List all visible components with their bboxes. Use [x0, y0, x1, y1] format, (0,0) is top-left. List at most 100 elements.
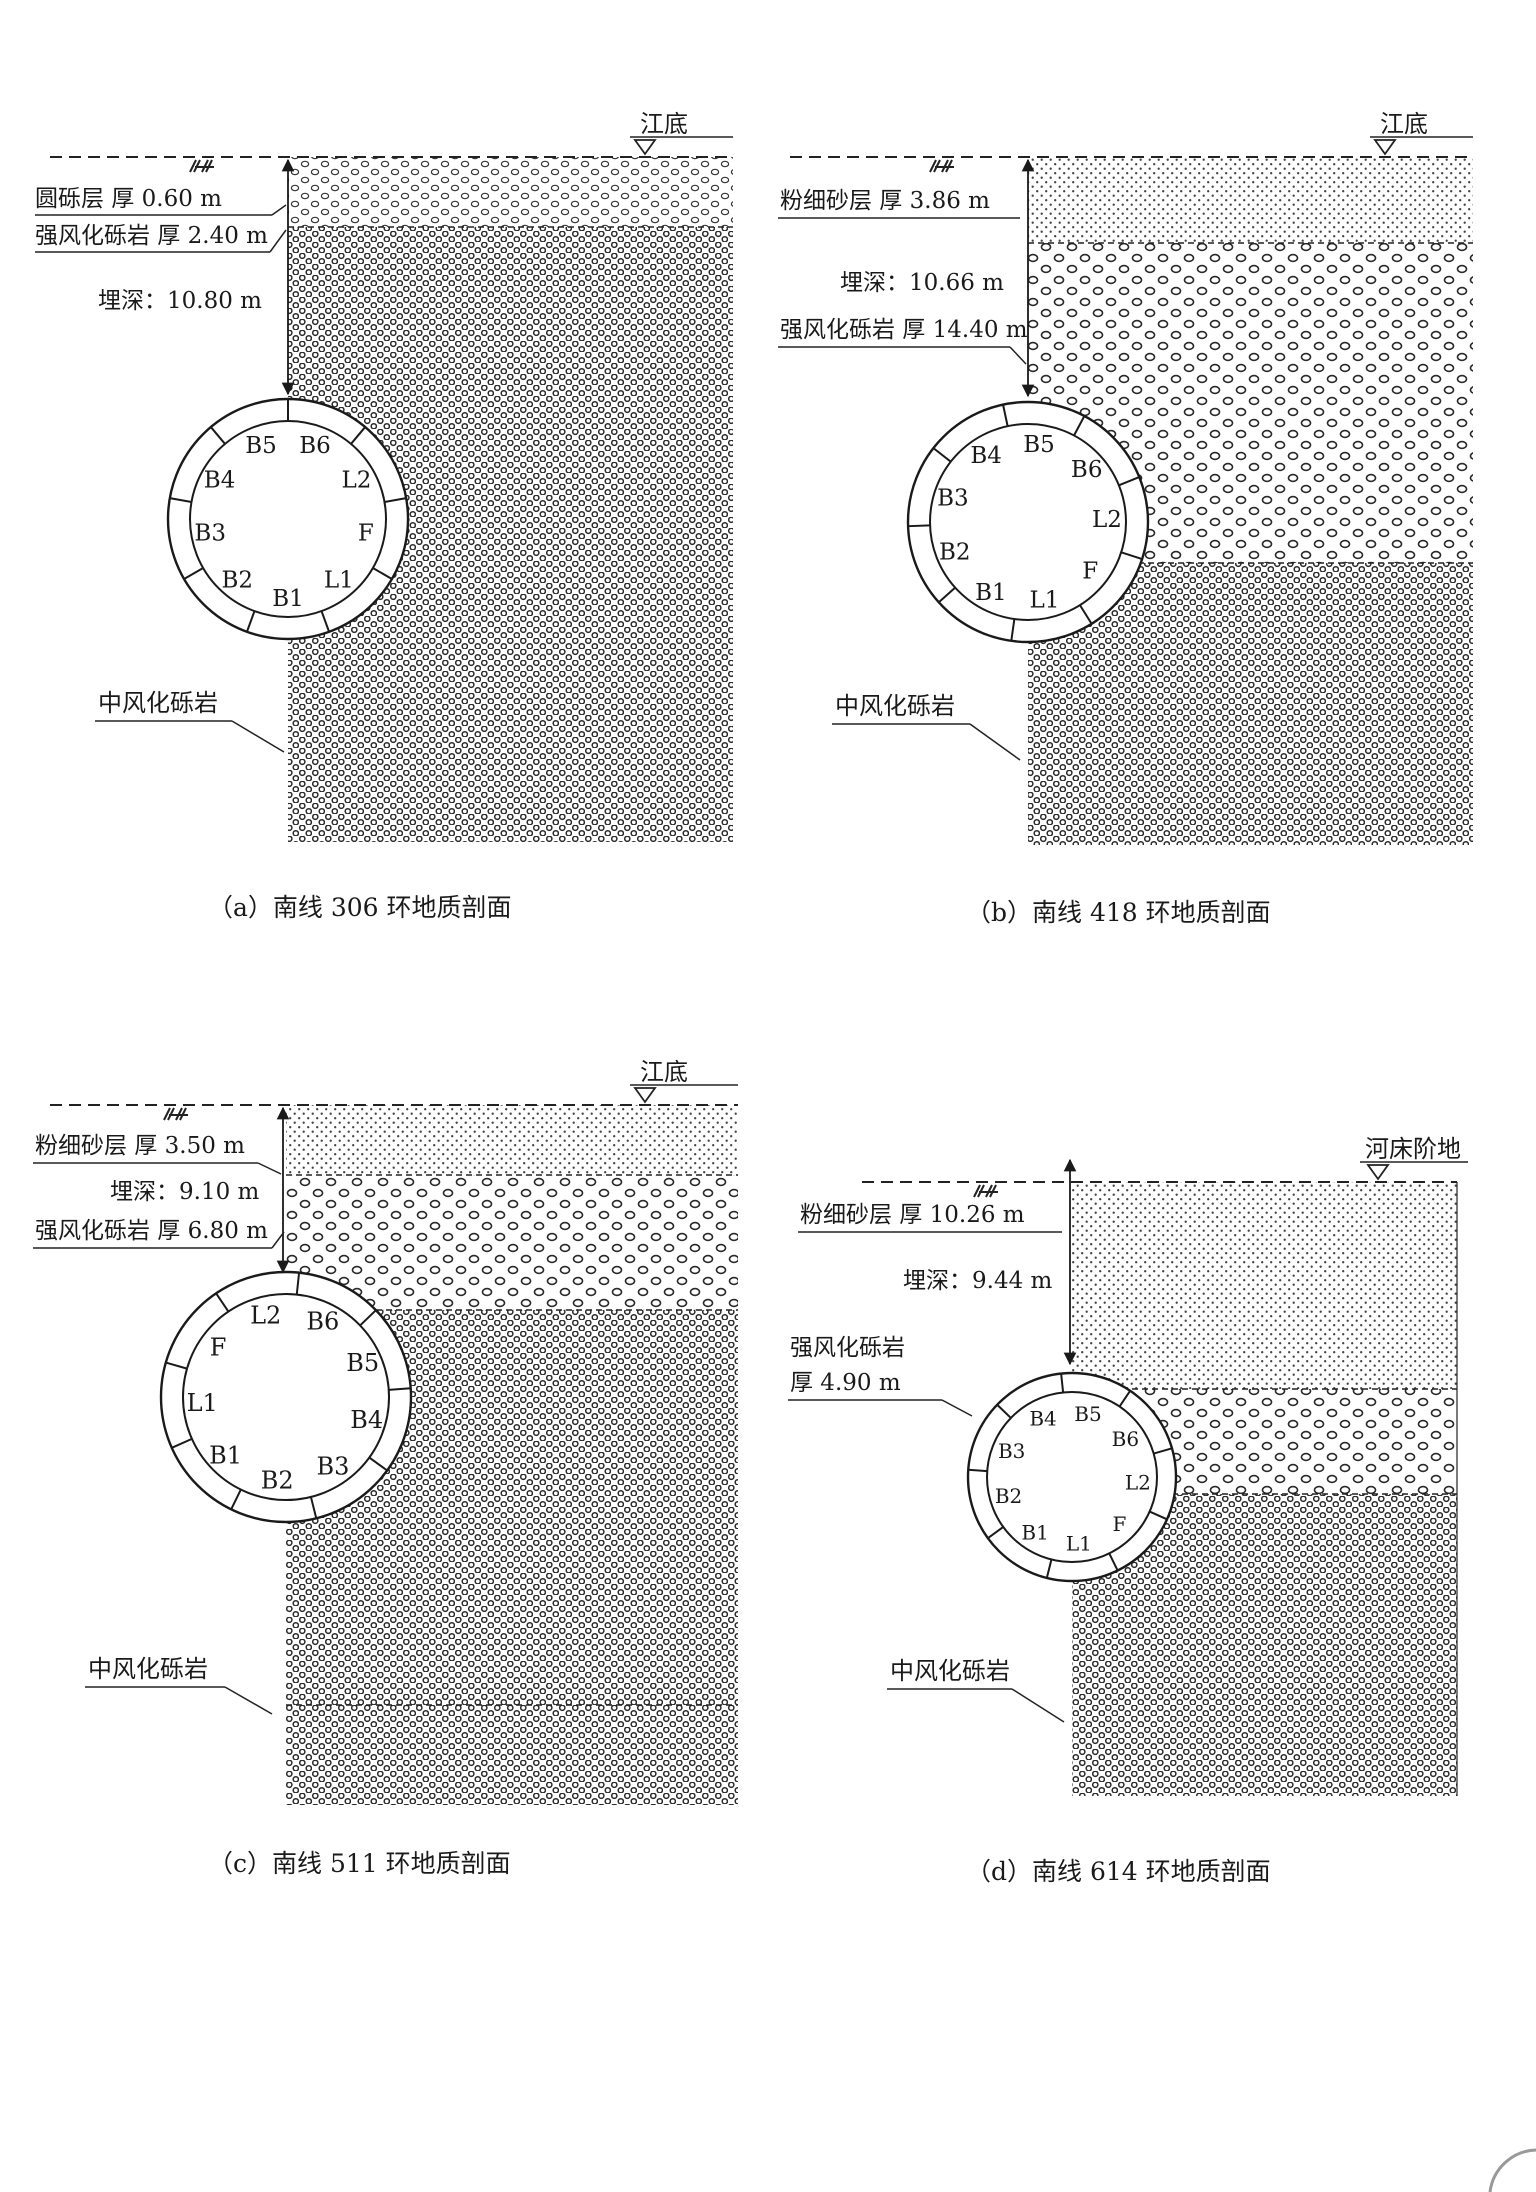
layer-sand-d [1072, 1182, 1457, 1389]
segment-label: B1 [272, 586, 304, 612]
segment-label: B4 [204, 468, 236, 494]
segment-joint [309, 1496, 318, 1519]
segment-label: B4 [350, 1406, 383, 1434]
surface-label-a: 江底 [640, 110, 688, 138]
layer-sand-b [1028, 157, 1473, 243]
surface-label-b: 江底 [1380, 110, 1428, 138]
segment-label: L2 [341, 468, 371, 494]
segment-joint [1010, 618, 1016, 641]
layer-weathered-c [286, 1175, 738, 1310]
segment-label: B5 [1074, 1402, 1101, 1426]
segment-label: F [1082, 559, 1098, 585]
segment-label: B1 [975, 580, 1007, 606]
segment-label: L1 [1066, 1532, 1092, 1556]
layer-label-c-1: 粉细砂层 厚 3.50 m [35, 1133, 245, 1159]
segment-joint [1153, 1447, 1173, 1455]
segment-label: B3 [937, 486, 969, 512]
segment-label: L2 [1125, 1471, 1151, 1495]
segment-label: B1 [1021, 1521, 1048, 1545]
layer-sand-c [286, 1105, 738, 1175]
segment-label: B1 [209, 1441, 242, 1469]
segment-joint [368, 1456, 388, 1472]
ground-hatch-icon [163, 1107, 188, 1121]
segment-joint [295, 1272, 301, 1295]
ground-hatch-icon [929, 159, 954, 173]
segment-label: L1 [1029, 587, 1059, 613]
segment-joint [165, 1361, 188, 1370]
depth-label-d: 埋深：9.44 m [903, 1268, 1053, 1294]
segment-joint [171, 1437, 193, 1449]
segment-label: F [1113, 1512, 1127, 1536]
layer-label-d-1: 粉细砂层 厚 10.26 m [800, 1202, 1025, 1228]
segment-joint [215, 1292, 230, 1313]
segment-joint [246, 610, 256, 633]
surface-triangle-b [1373, 139, 1397, 156]
segment-label: B4 [1029, 1407, 1056, 1431]
ring-inner [929, 423, 1127, 621]
segment-label: B4 [970, 443, 1002, 469]
panel-a: 江底 圆砾层 厚 0.60 m 强风化砾岩 厚 2.40 m 埋深：10.80 … [35, 110, 733, 922]
segment-joint [1149, 1510, 1168, 1521]
segment-joint [908, 524, 931, 528]
surface-triangle-c [633, 1087, 657, 1104]
caption-d: （d）南线 614 环地质剖面 [966, 1857, 1271, 1886]
segment-joint [968, 1468, 988, 1473]
base-label-d: 中风化砾岩 [890, 1657, 1010, 1685]
segment-label: B5 [346, 1349, 379, 1377]
segment-joint [350, 426, 366, 445]
surface-label-d: 河床阶地 [1365, 1135, 1461, 1163]
layer-label-b-2: 强风化砾岩 厚 14.40 m [780, 317, 1028, 343]
segment-joint [1108, 1552, 1119, 1571]
segment-label: F [210, 1334, 227, 1362]
layer-gravel-a [288, 157, 733, 227]
ground-hatch-icon [189, 159, 214, 173]
panel-d: 河床阶地 粉细砂层 厚 10.26 m 埋深：9.44 m 强风化砾岩 厚 4.… [788, 1135, 1468, 1886]
layer-label-d-2: 强风化砾岩 [790, 1335, 905, 1361]
corner-mark-icon [1488, 2148, 1536, 2192]
layer-label-b-1: 粉细砂层 厚 3.86 m [780, 188, 990, 214]
segment-label: L2 [1092, 507, 1122, 533]
depth-label-c: 埋深：9.10 m [110, 1179, 260, 1205]
segment-joint [359, 1309, 377, 1327]
segment-joint [1002, 404, 1009, 427]
segment-joint [388, 1387, 411, 1391]
ring-inner [986, 1391, 1158, 1563]
segment-label: F [358, 521, 374, 547]
segment-joint [1079, 604, 1093, 625]
segment-label: B5 [1023, 432, 1055, 458]
surface-triangle-d [1366, 1164, 1390, 1181]
layer-label-d-3: 厚 4.90 m [790, 1370, 901, 1396]
segment-joint [169, 497, 192, 503]
base-label-c: 中风化砾岩 [88, 1655, 208, 1683]
segment-label: B2 [221, 568, 253, 594]
segment-joint [996, 1404, 1012, 1419]
segment-label: B2 [261, 1467, 294, 1495]
base-label-a: 中风化砾岩 [98, 689, 218, 717]
segment-label: B3 [194, 521, 226, 547]
caption-a: （a）南线 306 环地质剖面 [208, 893, 512, 922]
layer-label-a-1: 圆砾层 厚 0.60 m [35, 186, 222, 212]
segment-label: L1 [187, 1389, 218, 1417]
segment-label: B6 [299, 433, 331, 459]
ground-hatch-icon [973, 1184, 998, 1198]
segment-label: B3 [317, 1453, 350, 1481]
segment-joint [1118, 1390, 1131, 1408]
panel-c: 江底 粉细砂层 厚 3.50 m 埋深：9.10 m 强风化砾岩 厚 6.80 … [33, 1058, 738, 1878]
segment-joint [384, 497, 407, 503]
segment-joint [987, 1526, 1004, 1539]
segment-label: B5 [245, 433, 277, 459]
ring-inner [182, 1293, 390, 1501]
segment-joint [932, 447, 952, 463]
layer-label-c-2: 强风化砾岩 厚 6.80 m [35, 1218, 268, 1244]
depth-label-b: 埋深：10.66 m [840, 270, 1004, 296]
segment-label: B6 [1112, 1427, 1139, 1451]
surface-triangle-a [633, 139, 657, 156]
segment-joint [1073, 415, 1086, 436]
segment-joint [210, 426, 226, 445]
segment-joint [1120, 551, 1143, 561]
segment-label: B2 [939, 540, 971, 566]
